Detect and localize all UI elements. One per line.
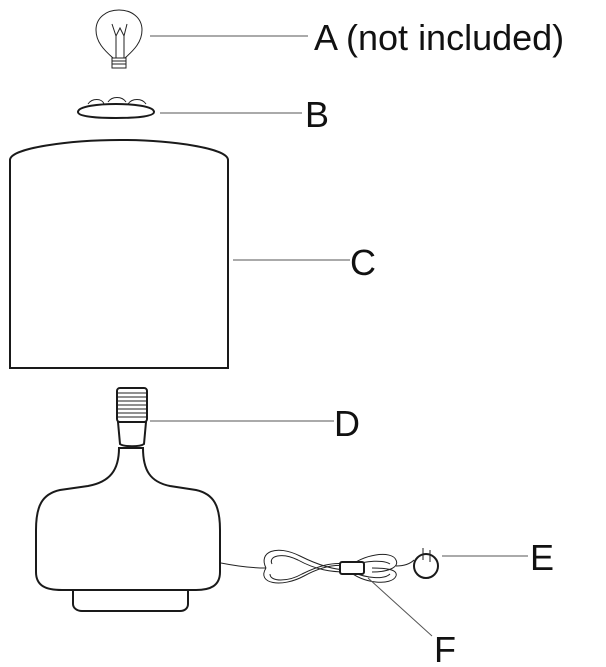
lamp-base-body bbox=[35, 447, 221, 612]
leader-line-f bbox=[367, 577, 433, 637]
lamp-socket-part bbox=[116, 387, 148, 448]
label-c: C bbox=[350, 242, 376, 283]
ring-nut-part bbox=[76, 97, 156, 120]
label-e: E bbox=[530, 537, 554, 578]
lamp-shade-part bbox=[9, 138, 229, 369]
label-b: B bbox=[305, 94, 329, 135]
plug-part bbox=[413, 548, 439, 579]
power-cable-part bbox=[220, 549, 415, 584]
light-bulb-part bbox=[95, 9, 143, 69]
label-a: A (not included) bbox=[314, 17, 564, 58]
label-f: F bbox=[434, 629, 456, 667]
label-d: D bbox=[334, 403, 360, 444]
